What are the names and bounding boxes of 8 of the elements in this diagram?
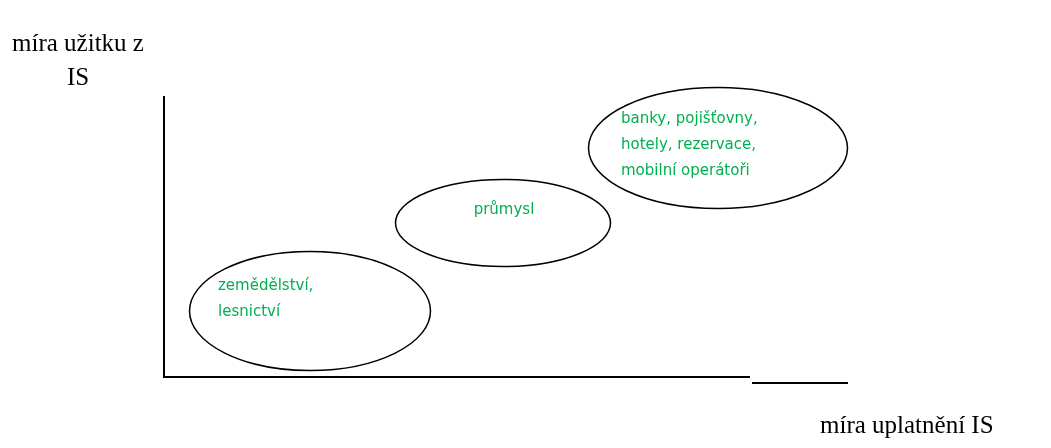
ellipse	[587, 86, 849, 210]
ellipse	[394, 178, 612, 268]
ellipse-label: průmysl	[472, 199, 536, 220]
ellipse-label: zemědělství, lesnictví	[218, 275, 315, 322]
x-axis-label: míra uplatnění IS	[820, 410, 995, 440]
ellipse-label: banky, pojišťovny, hotely, rezervace, mobilní operátoři	[621, 108, 759, 181]
y-axis-label: míra užitku z IS	[11, 28, 145, 92]
ellipse	[188, 250, 432, 372]
